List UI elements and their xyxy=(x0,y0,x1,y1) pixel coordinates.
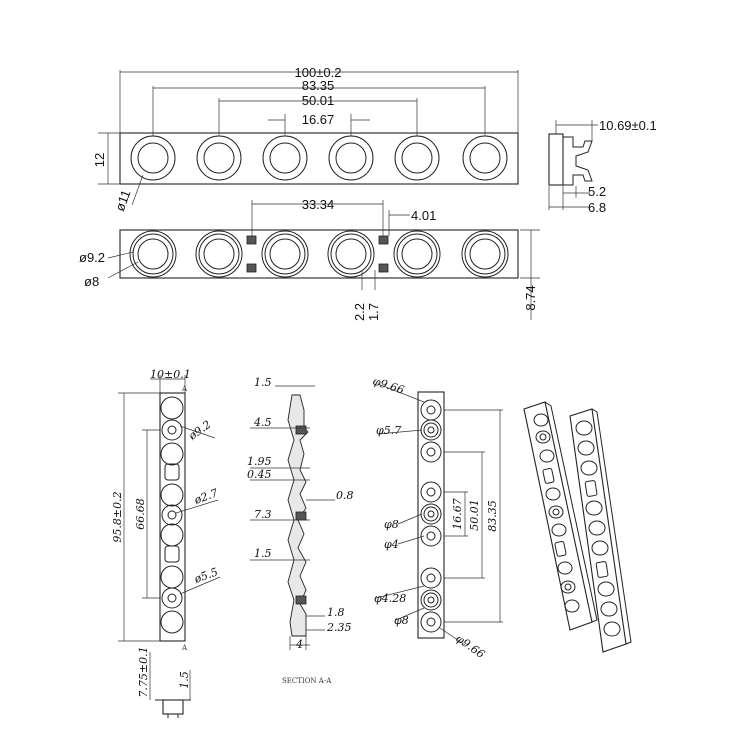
top-view-dimension-lines xyxy=(98,70,519,206)
dim-small-side-depth-label: 1.5 xyxy=(178,671,191,689)
bottom-view-clips xyxy=(246,235,389,273)
bottom-view-sockets xyxy=(129,230,509,278)
socket-4 xyxy=(327,230,375,278)
bottom-view-body xyxy=(119,229,519,279)
top-view: 100±0.2 83.35 50.01 16.67 12 ø11 xyxy=(92,65,519,213)
rear-dim-9-label: 50.01 xyxy=(468,499,481,531)
dim-thickness-label: 10.69±0.1 xyxy=(599,118,657,133)
section-marker-top: A xyxy=(181,385,188,393)
rear-dim-4-label: φ4 xyxy=(384,538,399,551)
dim-mid-pitch-label: 50.01 xyxy=(302,93,335,108)
rear-dim-8-label: 16.67 xyxy=(451,498,464,530)
section-marker-bottom: A xyxy=(181,644,188,652)
dim-outer-diameter-label: ø9.2 xyxy=(79,250,105,265)
side-view-profile xyxy=(563,136,593,186)
dim-outer-pitch-label: 83.35 xyxy=(302,78,335,93)
rear-dim-2-label: φ5.7 xyxy=(376,424,401,437)
dim-lens-diameter-label: ø11 xyxy=(112,188,133,213)
side-view-body xyxy=(548,133,564,186)
dim-front-hole1-label: ø9.2 xyxy=(185,418,213,443)
dim-small-side-height-label: 7.75±0.1 xyxy=(137,646,150,697)
side-view: 10.69±0.1 5.2 6.8 xyxy=(548,118,657,215)
bottom-view: 33.34 4.01 ø9.2 ø8 2.2 1.7 8.74 xyxy=(79,197,540,321)
rear-dim-5-label: φ4.28 xyxy=(374,592,406,605)
front-view: 10±0.1 95.8±0.2 66.68 ø9.2 ø2.7 ø5.5 A A xyxy=(111,368,221,652)
dim-height-label: 12 xyxy=(92,153,107,167)
dim-front-width-label: 10±0.1 xyxy=(150,368,191,381)
section-dim-4-label: 0.45 xyxy=(247,468,272,481)
rear-view-holes xyxy=(420,399,442,633)
section-view: 1.5 4.5 1.95 0.45 0.8 7.3 1.5 1.8 2.35 4… xyxy=(247,376,354,685)
dim-side-a-label: 5.2 xyxy=(588,184,606,199)
rear-dim-3-label: φ8 xyxy=(384,518,399,531)
section-dim-5-label: 0.8 xyxy=(336,489,354,502)
dim-bottom-height-label: 8.74 xyxy=(523,285,538,310)
section-dim-1-label: 1.5 xyxy=(254,376,272,389)
dim-front-length-label: 95.8±0.2 xyxy=(111,491,124,542)
rear-dim-7-label: φ9.66 xyxy=(453,632,487,661)
section-dim-3-label: 1.95 xyxy=(247,455,272,468)
dim-pitch-label: 16.67 xyxy=(302,112,335,127)
top-view-body xyxy=(119,132,519,185)
dim-side-b-label: 6.8 xyxy=(588,200,606,215)
section-dim-8-label: 1.8 xyxy=(327,606,345,619)
isometric-view-front xyxy=(569,408,632,653)
rear-dim-10-label: 83.35 xyxy=(486,500,499,532)
dim-d-label: 1.7 xyxy=(366,303,381,321)
socket-2 xyxy=(195,230,243,278)
dim-span-label: 33.34 xyxy=(302,197,335,212)
rear-view: φ9.66 φ5.7 φ8 φ4 φ4.28 φ8 φ9.66 16.67 50… xyxy=(371,374,503,661)
section-dim-7-label: 1.5 xyxy=(254,547,272,560)
section-caption: SECTION A-A xyxy=(282,677,332,685)
rear-dim-6-label: φ8 xyxy=(394,614,409,627)
isometric-view-back xyxy=(523,401,598,631)
socket-3 xyxy=(261,230,309,278)
rear-dim-1-label: φ9.66 xyxy=(371,374,406,396)
front-view-lenses xyxy=(160,396,184,634)
socket-1 xyxy=(129,230,177,278)
section-dim-9-label: 2.35 xyxy=(326,621,352,634)
section-dim-2-label: 4.5 xyxy=(253,416,272,429)
small-side-view: 7.75±0.1 1.5 xyxy=(137,646,191,718)
rear-view-body xyxy=(417,391,445,639)
section-dim-6-label: 7.3 xyxy=(254,508,272,521)
top-view-lenses xyxy=(130,135,508,181)
dim-gap-label: 4.01 xyxy=(411,208,436,223)
dim-inner-diameter-label: ø8 xyxy=(84,274,99,289)
socket-5 xyxy=(393,230,441,278)
dim-front-inner-label: 66.68 xyxy=(134,498,147,530)
section-dim-10-label: 4 xyxy=(295,638,303,651)
dim-length-label: 100±0.2 xyxy=(295,65,342,80)
dim-c-label: 2.2 xyxy=(352,303,367,321)
socket-6 xyxy=(461,230,509,278)
